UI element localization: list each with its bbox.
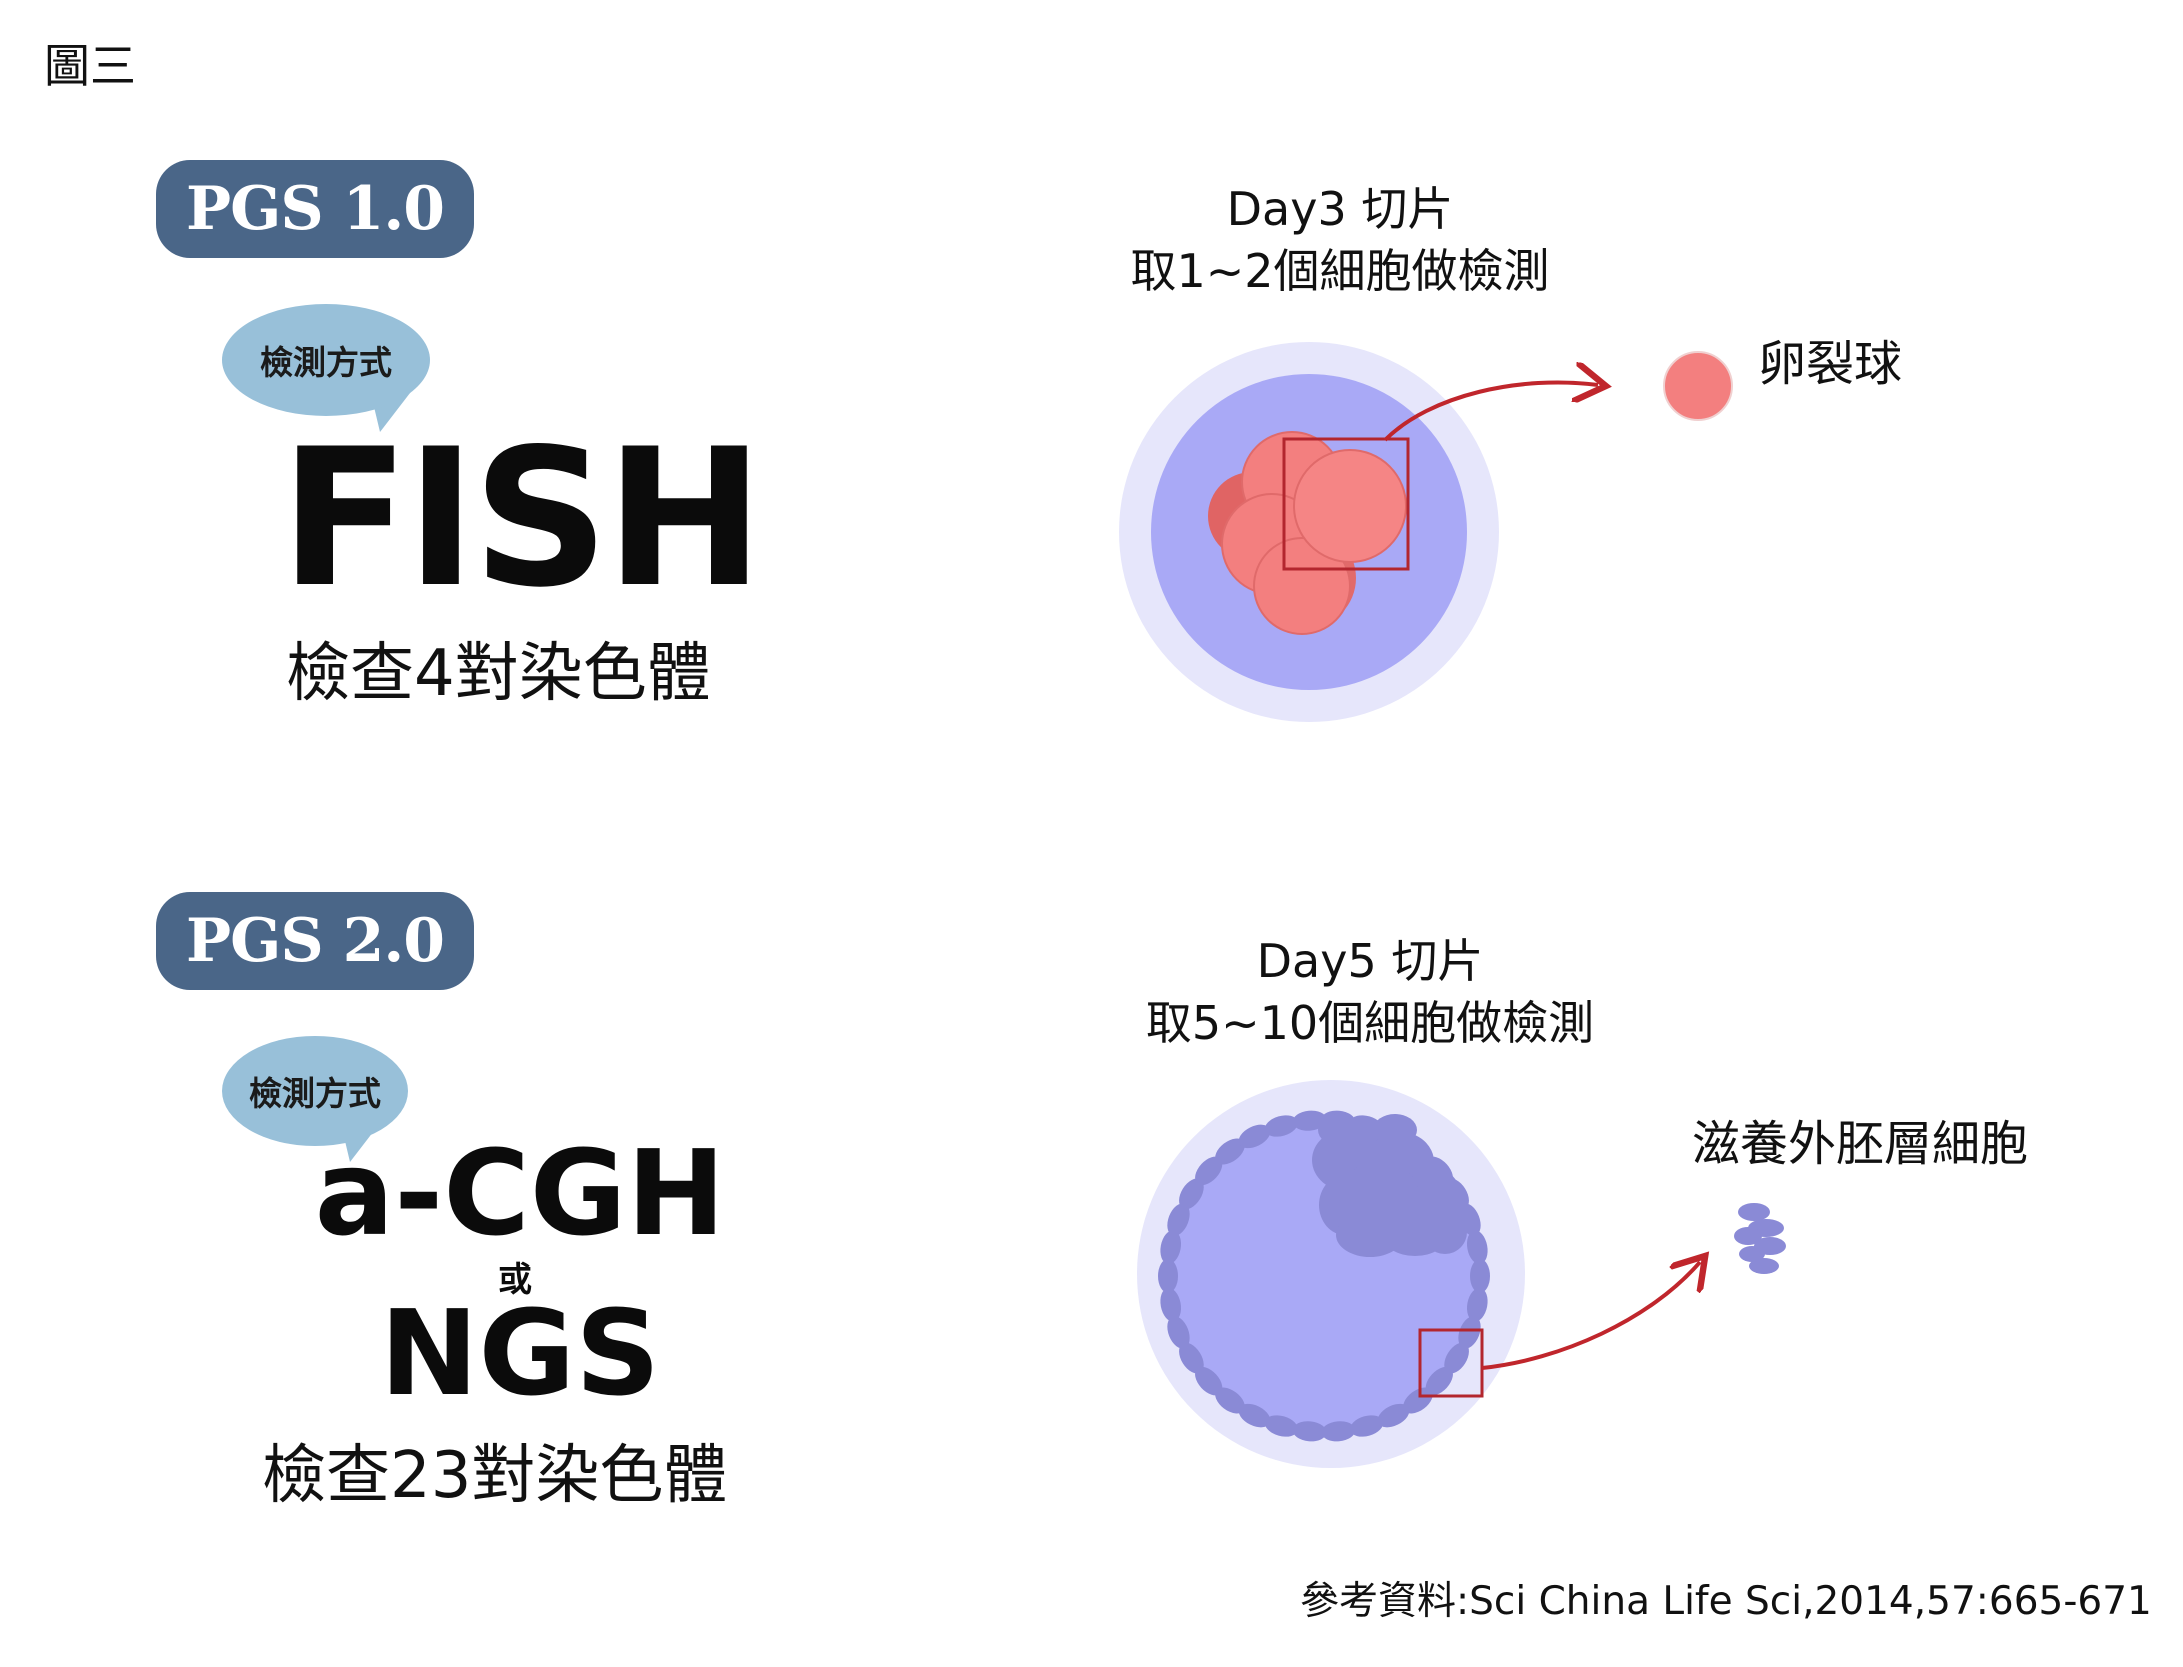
trophectoderm-cell [1403,1387,1433,1414]
day5-caption-line1: Day5 切片 [1256,934,1484,988]
day3-caption-line2: 取1~2個細胞做檢測 [1130,244,1550,298]
pgs1-method-bubble: 檢測方式 [222,304,430,416]
pgs2-badge: PGS 2.0 [156,892,474,990]
pgs1-method-fish: FISH [279,408,764,629]
trophectoderm-cell [1195,1366,1223,1396]
day3-caption: Day3 切片 取1~2個細胞做檢測 [1060,178,1620,302]
trophectoderm-cell [1179,1342,1204,1374]
blastomere-label: 卵裂球 [1758,336,1903,392]
day3-embryo [1119,342,1499,722]
day3-biopsy-box [1282,437,1410,571]
trophectoderm-cell [1167,1203,1190,1236]
trophectoderm-cell [1264,1415,1298,1437]
day3-arrow [1383,382,1598,442]
pgs1-badge: PGS 1.0 [156,160,474,258]
day5-embryo [1137,1080,1525,1468]
trophectoderm-cell [1179,1178,1204,1210]
trophectoderm-cell [1470,1259,1490,1293]
trophectoderm-cell [1466,1230,1488,1265]
trophectoderm-cell [1264,1115,1298,1137]
day5-arrow [1481,1262,1700,1370]
trophectoderm-label: 滋養外胚層細胞 [1692,1116,2029,1172]
trophectoderm-cell [1167,1316,1190,1349]
day5-caption-line2: 取5~10個細胞做檢測 [1145,996,1595,1050]
blastomere-cell [1663,351,1733,421]
trophectoderm-cell [1425,1366,1453,1396]
pgs1-check-text: 檢查4對染色體 [286,637,711,711]
trophectoderm-cell [1238,1124,1271,1149]
trophectoderm-cell [1292,1110,1327,1131]
pgs2-check-text: 檢查23對染色體 [262,1439,728,1513]
trophectoderm-cell [1195,1156,1223,1186]
day5-caption: Day5 切片 取5~10個細胞做檢測 [1060,930,1680,1054]
trophectoderm-cell [1215,1387,1245,1414]
pgs2-method-acgh: a-CGH [314,1124,726,1262]
trophectoderm-cell [1292,1421,1327,1442]
inner-cell-mass [1312,1114,1467,1257]
trophectoderm-cell [1215,1138,1245,1165]
trophectoderm-cell [1350,1415,1384,1437]
day3-caption-line1: Day3 切片 [1226,182,1454,236]
trophectoderm-cell [1160,1287,1182,1322]
trophectoderm-cell [1321,1421,1356,1442]
day5-biopsy-box [1418,1328,1484,1398]
trophectoderm-cell [1160,1230,1182,1265]
trophectoderm-cell [1444,1342,1469,1374]
pgs2-or-text: 或 [498,1260,532,1300]
reference-citation: 參考資料:Sci China Life Sci,2014,57:665-671 [1300,1579,2152,1624]
trophectoderm-cell [1466,1287,1488,1322]
pgs2-method-ngs: NGS [379,1284,661,1422]
trophectoderm-cells [1734,1203,1786,1274]
trophectoderm-cell [1377,1403,1410,1428]
pgs2-method-bubble: 檢測方式 [222,1036,408,1146]
trophectoderm-cell [1158,1259,1178,1293]
figure-label: 圖三 [44,39,136,93]
trophectoderm-cell [1238,1403,1271,1428]
trophectoderm-cell [1458,1316,1481,1349]
